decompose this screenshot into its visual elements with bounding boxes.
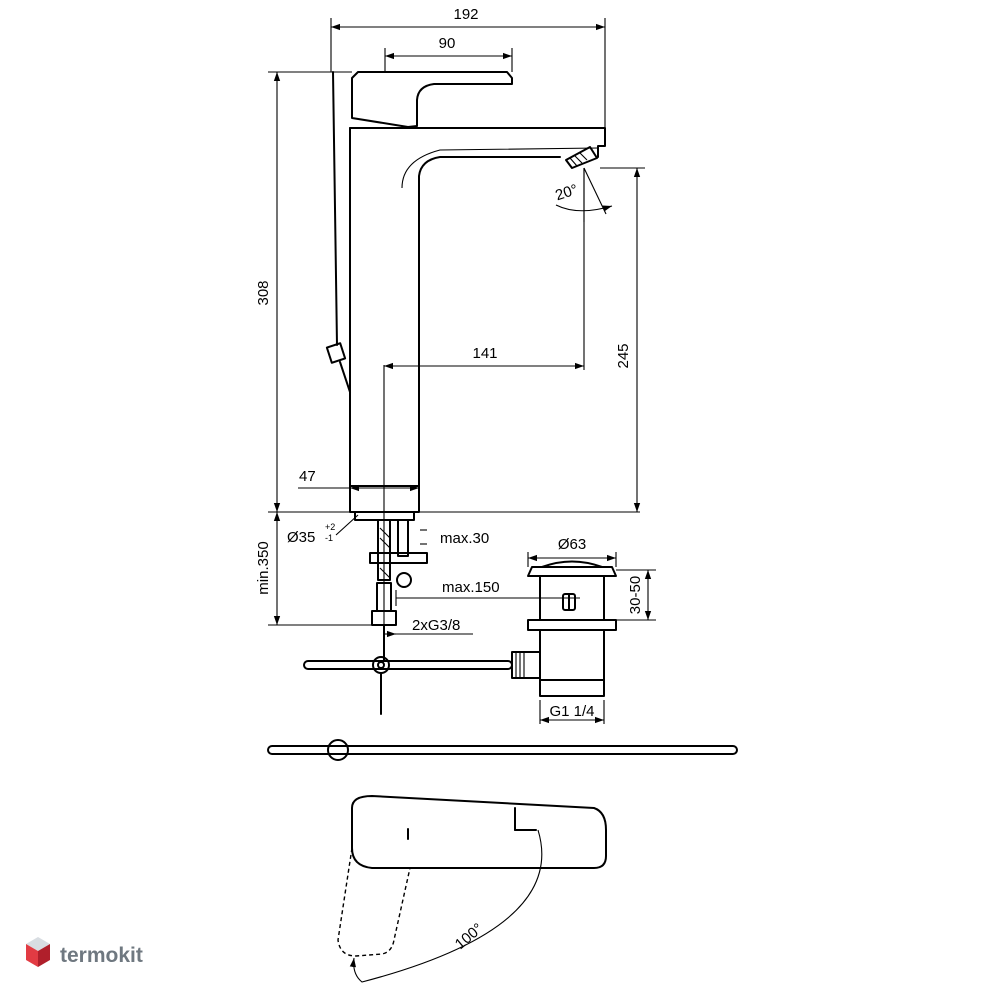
dim-90: 90 bbox=[439, 35, 456, 52]
pop-up-linkage bbox=[303, 656, 513, 715]
dim-hole-tol-plus: +2 bbox=[325, 522, 335, 532]
dim-2xg38: 2xG3/8 bbox=[412, 617, 460, 634]
dim-192: 192 bbox=[453, 6, 478, 23]
dim-hole-diameter: Ø35 bbox=[287, 529, 315, 546]
dim-20deg: 20° bbox=[553, 181, 580, 204]
dim-max-30: max.30 bbox=[440, 530, 489, 547]
lever-handle bbox=[351, 71, 513, 128]
connection-hoses bbox=[354, 511, 428, 661]
termokit-logo: termokit bbox=[26, 937, 143, 967]
waste-fitting bbox=[511, 560, 617, 697]
dim-g114: G1 1/4 bbox=[549, 703, 594, 720]
dim-245: 245 bbox=[615, 343, 632, 368]
dim-30-50: 30-50 bbox=[627, 576, 644, 614]
dim-308: 308 bbox=[255, 280, 272, 305]
dim-63: Ø63 bbox=[558, 536, 586, 553]
dim-47: 47 bbox=[299, 468, 316, 485]
faucet-side-view bbox=[325, 71, 606, 513]
dim-max-150: max.150 bbox=[442, 579, 500, 596]
dim-100deg: 100° bbox=[452, 920, 487, 953]
dim-min-350: min.350 bbox=[255, 541, 272, 594]
dim-hole-tol-minus: -1 bbox=[325, 533, 333, 543]
dimension-lines bbox=[268, 18, 656, 983]
aerator bbox=[565, 146, 598, 169]
faucet-body bbox=[349, 127, 561, 513]
pull-rod bbox=[325, 71, 351, 393]
spout bbox=[349, 127, 606, 158]
dim-141: 141 bbox=[472, 345, 497, 362]
plan-view bbox=[267, 739, 738, 957]
watermark-brand: termokit bbox=[60, 944, 143, 967]
dimension-labels: 192 90 308 245 141 47 Ø35 +2 -1 max.30 m… bbox=[255, 6, 644, 953]
